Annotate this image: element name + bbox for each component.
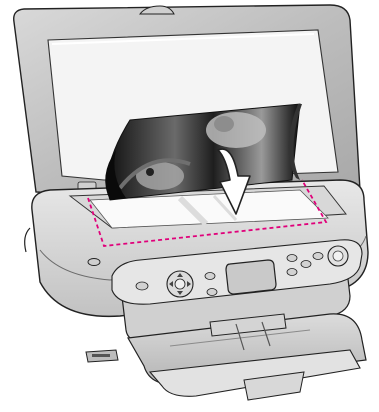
memory-card-slot: [86, 350, 118, 362]
power-button: [328, 246, 348, 266]
lcd-screen: [226, 260, 276, 294]
navigation-pad: [167, 271, 193, 297]
